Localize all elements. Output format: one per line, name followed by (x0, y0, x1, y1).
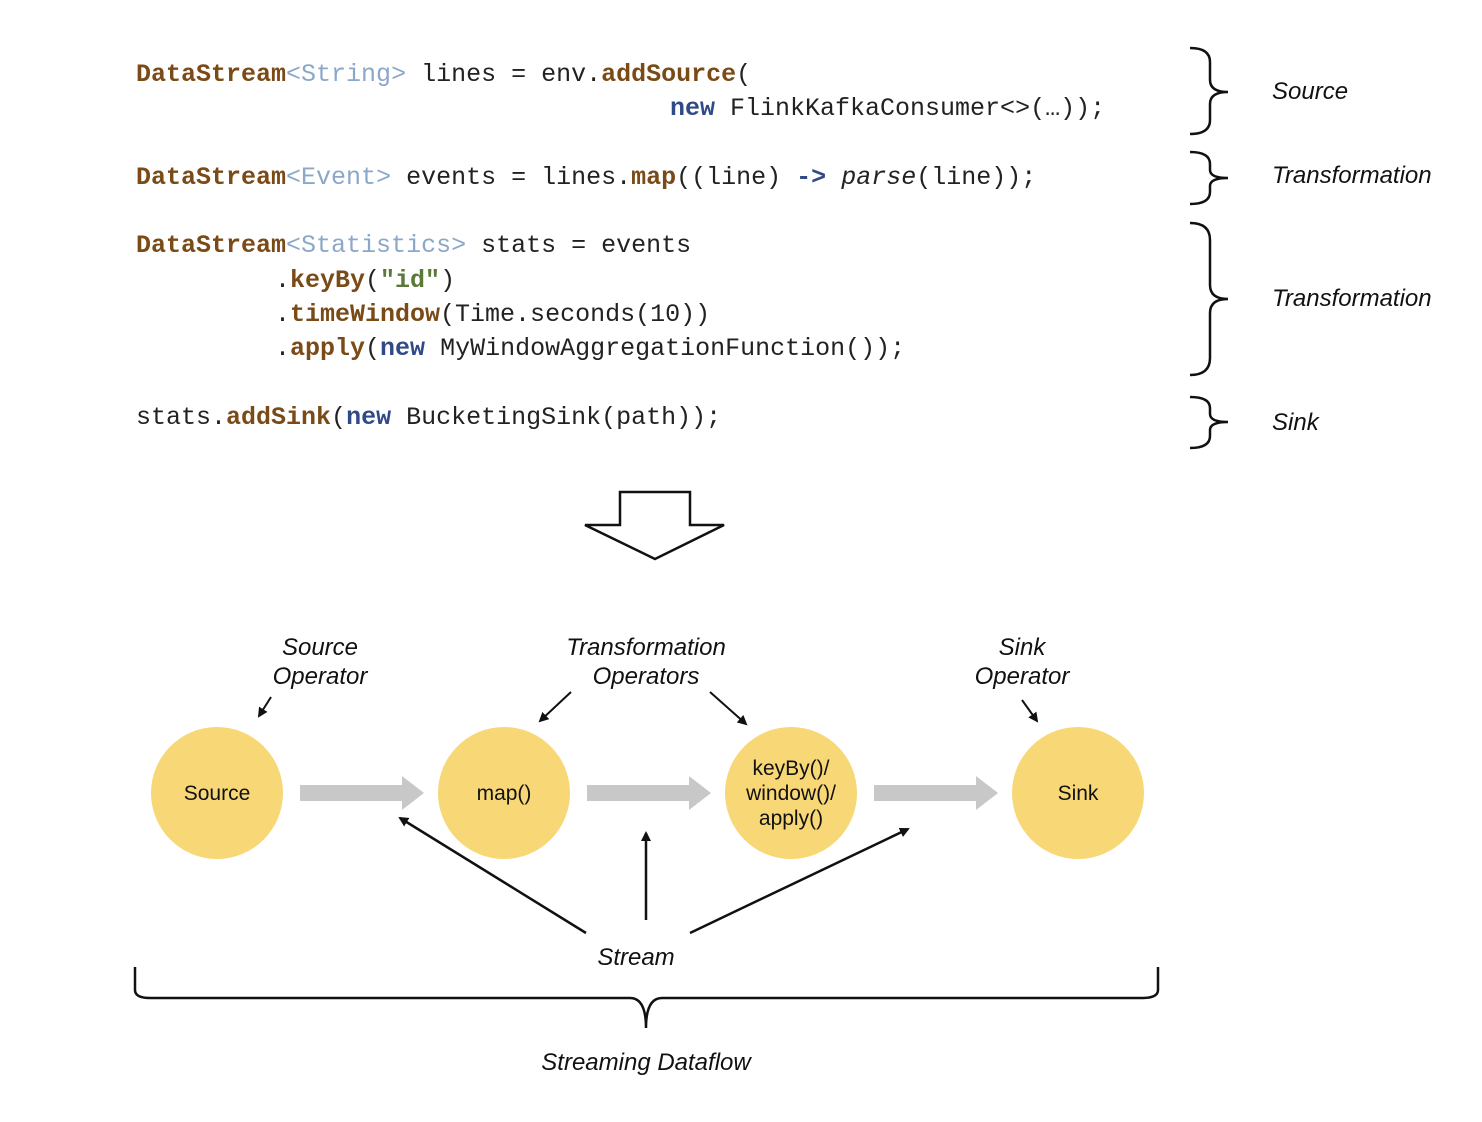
sink-operator-label: Sink Operator (974, 634, 1070, 690)
transformation-pointer-left (538, 691, 572, 723)
code-line-6: .timeWindow(Time.seconds(10)) (275, 300, 711, 329)
stream-arrow-2 (587, 776, 711, 810)
code-line-8: stats.addSink(new BucketingSink(path)); (136, 403, 722, 432)
code-block: DataStream<String> lines = env.addSource… (0, 0, 1105, 432)
big-down-arrow (584, 490, 725, 561)
code-line-2: new FlinkKafkaConsumer<>(…)); (670, 94, 1106, 123)
brace-streaming-dataflow (133, 967, 1160, 1029)
transformation-pointer-right (709, 691, 748, 726)
code-line-7: .apply(new MyWindowAggregationFunction()… (275, 334, 906, 363)
brace-source (1189, 46, 1229, 136)
label-transformation-2: Transformation (1272, 285, 1432, 312)
sink-operator-pointer (1021, 699, 1039, 723)
stream-arrow-1 (300, 776, 424, 810)
node-window: keyBy()/ window()/ apply() (725, 727, 857, 859)
stream-label: Stream (597, 944, 675, 971)
code-line-1: DataStream<String> lines = env.addSource… (136, 60, 752, 89)
node-source: Source (151, 727, 283, 859)
node-sink: Sink (1012, 727, 1144, 859)
source-operator-pointer (257, 696, 272, 718)
node-map: map() (438, 727, 570, 859)
code-line-5: .keyBy("id") (275, 266, 456, 295)
source-operator-label: Source Operator (272, 634, 368, 690)
brace-sink (1189, 395, 1229, 450)
transformation-operators-label: Transformation Operators (566, 634, 726, 690)
code-line-3: DataStream<Event> events = lines.map((li… (136, 163, 1037, 192)
streaming-dataflow-label: Streaming Dataflow (541, 1049, 751, 1076)
brace-transformation-2 (1189, 221, 1229, 377)
code-line-4: DataStream<Statistics> stats = events (136, 231, 692, 260)
label-transformation-1: Transformation (1272, 162, 1432, 189)
label-sink: Sink (1272, 409, 1319, 436)
stream-pointer-left (398, 816, 587, 935)
stream-pointer-right (689, 827, 910, 935)
stream-arrow-3 (874, 776, 998, 810)
label-source: Source (1272, 78, 1349, 105)
brace-transformation-1 (1189, 150, 1229, 206)
